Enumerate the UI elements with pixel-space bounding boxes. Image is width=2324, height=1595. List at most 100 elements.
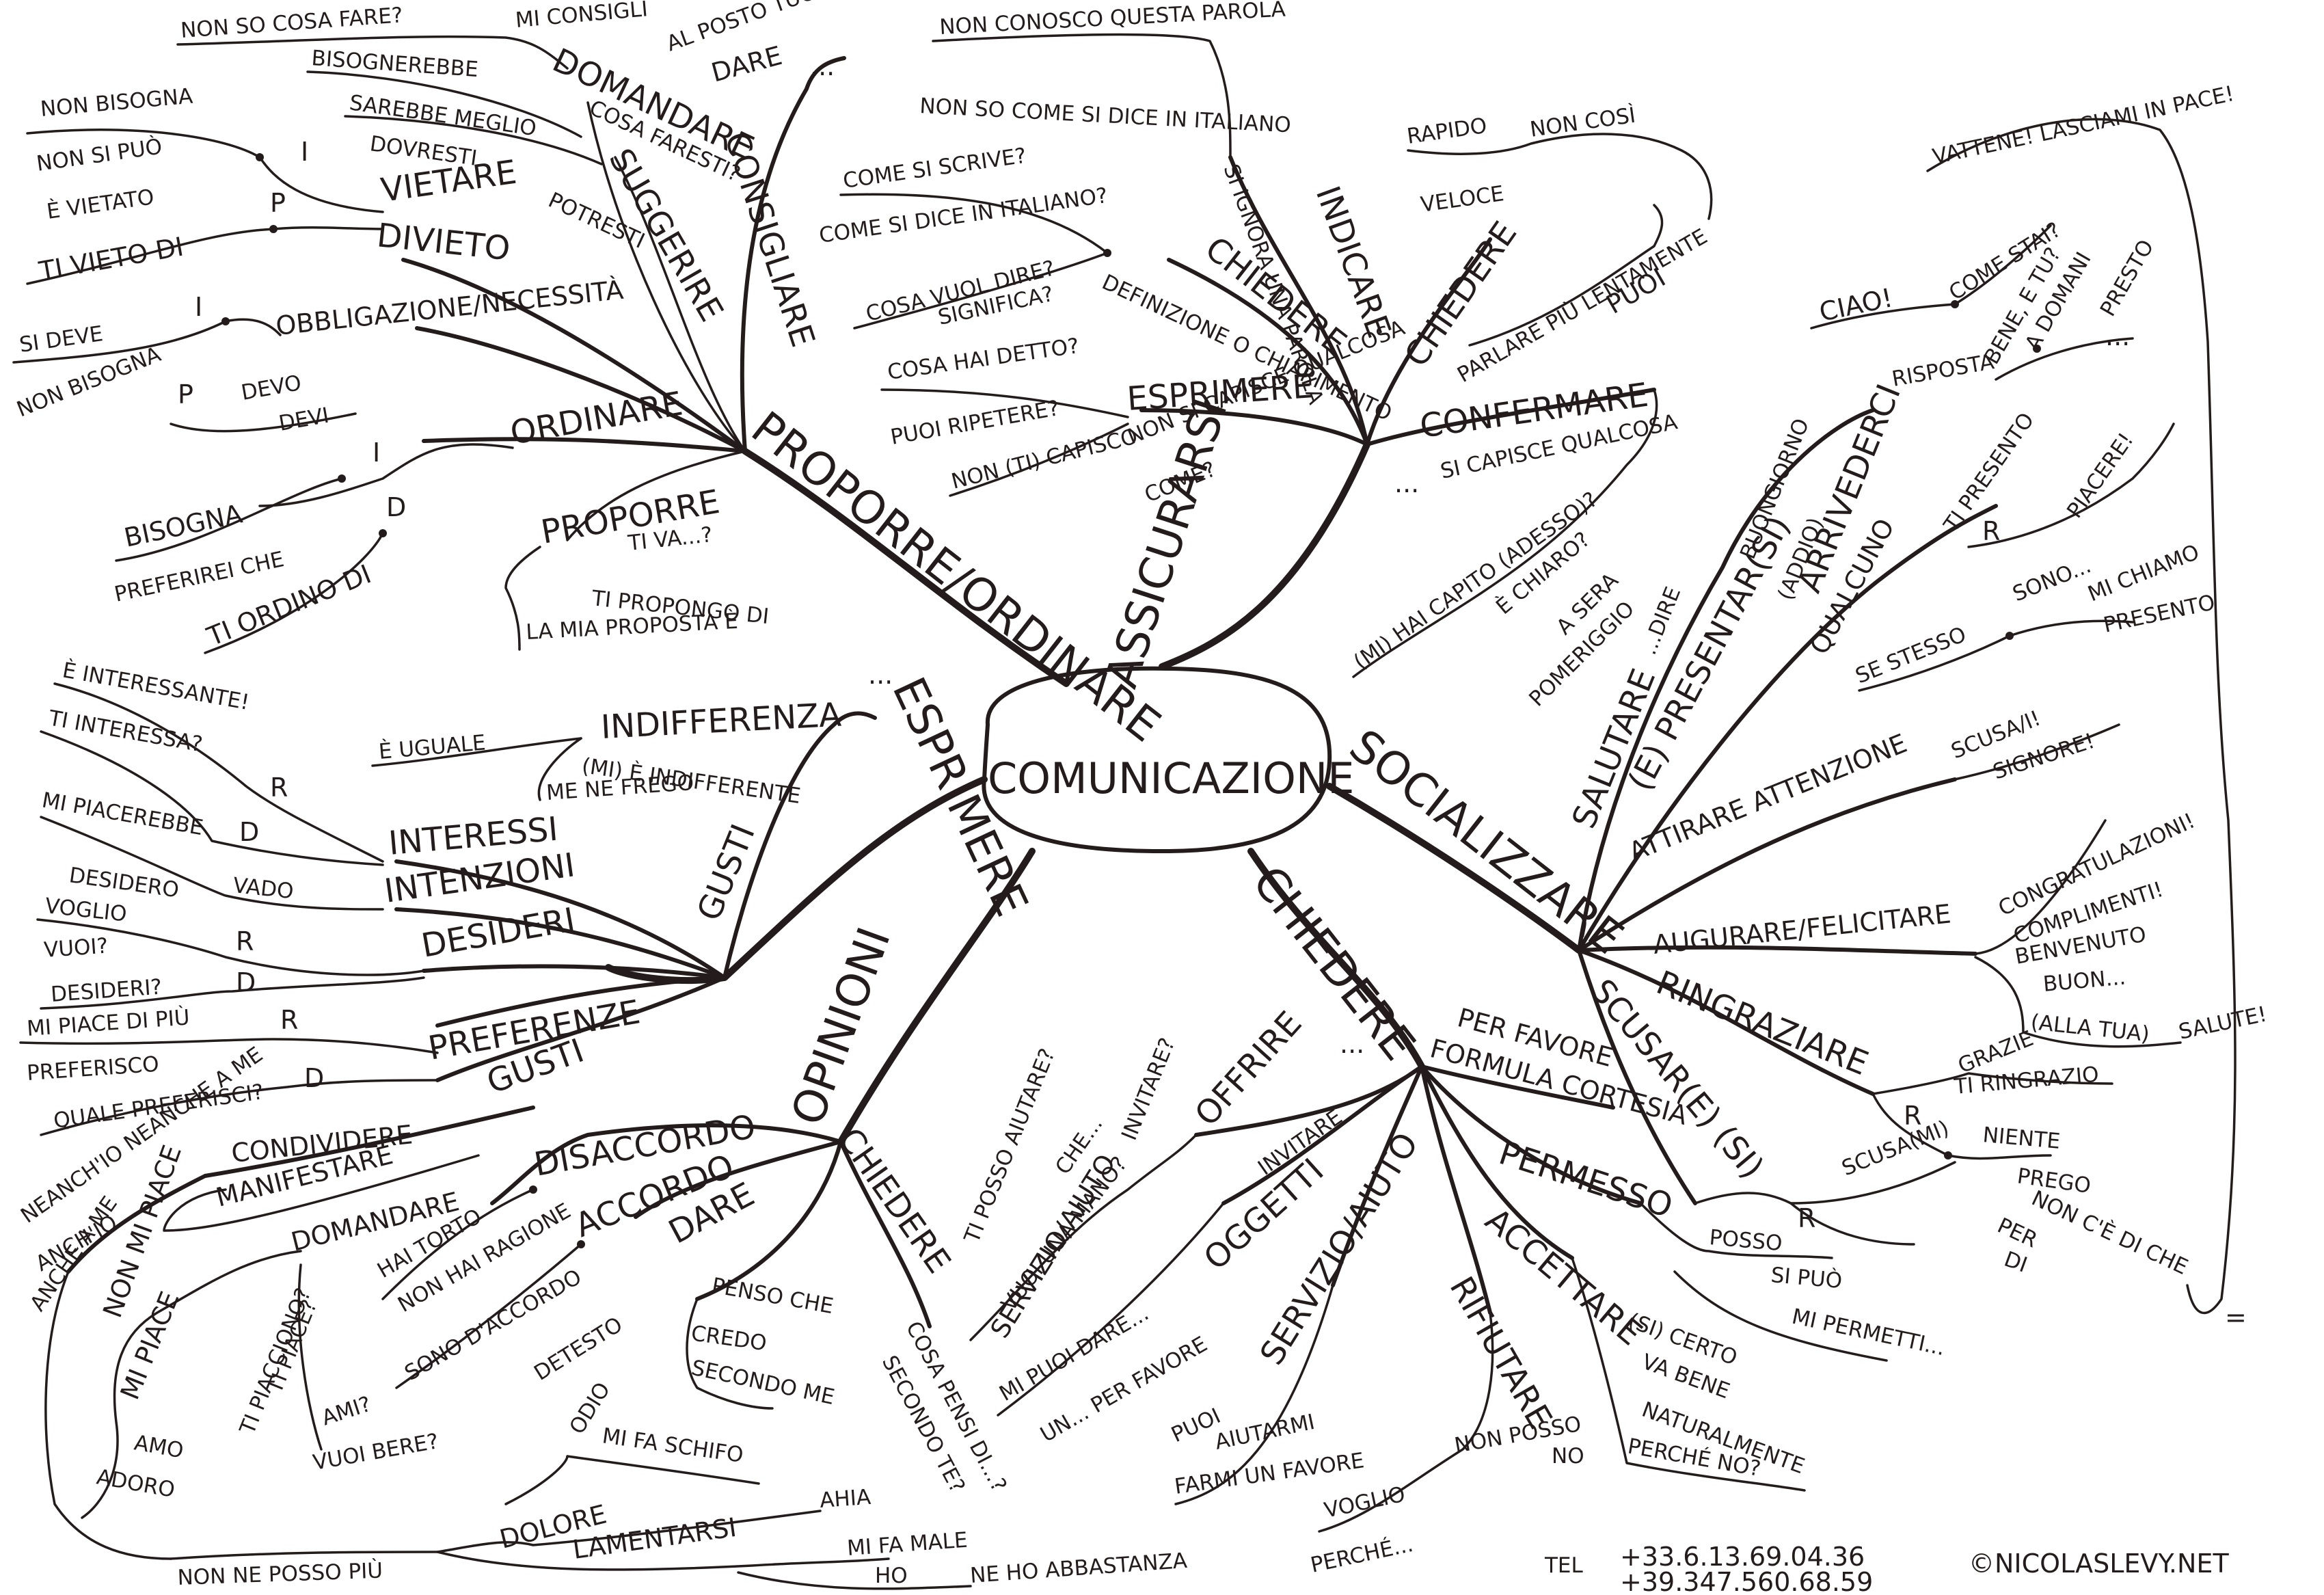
leaf-ho[interactable]: HO bbox=[875, 1564, 908, 1588]
leaf-ne-ho-abbastanza[interactable]: NE HO ABBASTANZA bbox=[969, 1549, 1188, 1588]
leaf-se-stesso[interactable]: SE STESSO bbox=[1852, 622, 1970, 688]
leaf-non-bisogna[interactable]: NON BISOGNA bbox=[40, 84, 194, 122]
leaf-al-posto-tuo[interactable]: AL POSTO TUO bbox=[663, 0, 820, 57]
label-r-des: R bbox=[236, 926, 254, 956]
footer-phone-1[interactable]: +33.6.13.69.04.36 bbox=[1620, 1542, 1865, 1572]
leaf-buon[interactable]: BUON... bbox=[2042, 965, 2127, 997]
leaf-dots-e[interactable]: ... bbox=[868, 660, 893, 690]
node-indifferenza[interactable]: INDIFFERENZA bbox=[600, 696, 843, 747]
leaf-non-ce-di-che[interactable]: NON C'È DI CHE bbox=[2028, 1186, 2192, 1280]
leaf-la-mia-proposta[interactable]: LA MIA PROPOSTA È bbox=[526, 609, 739, 645]
leaf-e-vietato[interactable]: È VIETATO bbox=[45, 185, 156, 224]
leaf-di[interactable]: DI bbox=[2001, 1247, 2030, 1278]
leaf-devo[interactable]: DEVO bbox=[239, 371, 303, 405]
leaf-non-cosi[interactable]: NON COSÌ bbox=[1528, 103, 1637, 142]
node-vietare[interactable]: VIETARE bbox=[379, 153, 519, 210]
leaf-si-puo[interactable]: SI PUÒ bbox=[1770, 1262, 1843, 1294]
node-obbligazione[interactable]: OBBLIGAZIONE/NECESSITÀ bbox=[274, 275, 625, 341]
leaf-mi-piace-di-piu[interactable]: MI PIACE DI PIÙ bbox=[26, 1004, 191, 1041]
leaf-eq[interactable]: = bbox=[2225, 1302, 2247, 1332]
group-chiedere: PER FAVORE FORMULA CORTESIA ... PERMESSO… bbox=[960, 1002, 1947, 1578]
leaf-veloce[interactable]: VELOCE bbox=[1419, 181, 1505, 217]
leaf-aiutarmi[interactable]: AIUTARMI bbox=[1213, 1410, 1316, 1455]
leaf-hai-capito[interactable]: (MI) HAI CAPITO (ADESSO)? bbox=[1349, 487, 1602, 674]
leaf-niente[interactable]: NIENTE bbox=[1982, 1123, 2061, 1154]
node-divieto[interactable]: DIVIETO bbox=[375, 216, 512, 268]
center-node[interactable]: COMUNICAZIONE bbox=[982, 666, 1354, 853]
leaf-bisognerebbe[interactable]: BISOGNEREBBE bbox=[310, 46, 478, 82]
leaf-voglio[interactable]: VOGLIO bbox=[1322, 1482, 1407, 1523]
leaf-amo[interactable]: AMO bbox=[133, 1430, 186, 1463]
leaf-posso[interactable]: POSSO bbox=[1708, 1225, 1783, 1256]
leaf-me-ne-frego[interactable]: ME NE FREGO bbox=[545, 770, 694, 805]
footer-credit[interactable]: ©NICOLASLEVY.NET bbox=[1969, 1549, 2229, 1579]
label-i-3: I bbox=[373, 438, 380, 468]
label-p-2: P bbox=[178, 379, 193, 410]
leaf-desideri-q[interactable]: DESIDERI? bbox=[50, 975, 163, 1007]
leaf-dots-s[interactable]: ... bbox=[2105, 321, 2130, 351]
leaf-dots-c[interactable]: ... bbox=[1340, 1029, 1364, 1059]
leaf-preferisco[interactable]: PREFERISCO bbox=[26, 1052, 160, 1086]
leaf-risposta[interactable]: RISPOSTA bbox=[1890, 349, 1996, 392]
label-r-pref: R bbox=[280, 1005, 298, 1035]
leaf-alla-tua[interactable]: (ALLA TUA) bbox=[2029, 1010, 2150, 1047]
node-desideri[interactable]: DESIDERI bbox=[418, 900, 578, 965]
label-d-des: D bbox=[236, 967, 256, 997]
branch-opinioni[interactable]: OPINIONI bbox=[781, 920, 901, 1131]
leaf-mi-fa-male[interactable]: MI FA MALE bbox=[846, 1528, 969, 1561]
leaf-non-so-come[interactable]: NON SO COME SI DICE IN ITALIANO bbox=[919, 94, 1292, 137]
leaf-dots-a[interactable]: ... bbox=[1394, 468, 1419, 498]
leaf-rapido[interactable]: RAPIDO bbox=[1405, 113, 1488, 149]
leaf-adoro[interactable]: ADORO bbox=[95, 1464, 177, 1502]
leaf-ahia[interactable]: AHIA bbox=[819, 1485, 871, 1513]
leaf-non-ne-posso-piu[interactable]: NON NE POSSO PIÙ bbox=[177, 1558, 383, 1590]
leaf-salute[interactable]: SALUTE! bbox=[2176, 1002, 2269, 1044]
leaf-vuoi-bere[interactable]: VUOI BERE? bbox=[311, 1429, 440, 1475]
node-chiedere-op[interactable]: CHIEDERE bbox=[830, 1121, 958, 1281]
leaf-ti-posso[interactable]: TI POSSO AIUTARE? bbox=[960, 1045, 1060, 1247]
node-gusti[interactable]: GUSTI bbox=[690, 819, 763, 926]
leaf-per[interactable]: PER bbox=[1994, 1214, 2041, 1253]
leaf-mi-piacerebbe[interactable]: MI PIACEREBBE bbox=[40, 788, 205, 840]
leaf-vuoi[interactable]: VUOI? bbox=[43, 934, 109, 963]
leaf-cosa-hai-detto[interactable]: COSA HAI DETTO? bbox=[886, 334, 1081, 385]
footer-tel-label: TEL bbox=[1544, 1553, 1584, 1578]
leaf-mi-permetti[interactable]: MI PERMETTI... bbox=[1789, 1304, 1947, 1361]
leaf-no[interactable]: NO bbox=[1552, 1444, 1584, 1469]
branch-socializzare[interactable]: SOCIALIZZARE bbox=[1340, 719, 1633, 965]
node-offrire[interactable]: OFFRIRE bbox=[1187, 1004, 1309, 1134]
leaf-non-si-puo[interactable]: NON SI PUÒ bbox=[35, 134, 163, 176]
leaf-farmi-favore[interactable]: FARMI UN FAVORE bbox=[1173, 1448, 1366, 1499]
leaf-detesto[interactable]: DETESTO bbox=[530, 1312, 627, 1385]
leaf-secondo-me[interactable]: SECONDO ME bbox=[689, 1356, 837, 1410]
leaf-mi-fa-schifo[interactable]: MI FA SCHIFO bbox=[601, 1423, 745, 1468]
leaf-dots[interactable]: ... bbox=[810, 51, 835, 81]
leaf-penso-che[interactable]: PENSO CHE bbox=[710, 1273, 835, 1319]
leaf-invitare-q[interactable]: INVITARE? bbox=[1117, 1034, 1180, 1144]
leaf-e-interessante[interactable]: È INTERESSANTE! bbox=[61, 658, 252, 715]
leaf-perche[interactable]: PERCHÉ... bbox=[1308, 1532, 1416, 1578]
leaf-presto[interactable]: PRESTO bbox=[2096, 236, 2159, 321]
label-i-2: I bbox=[195, 292, 202, 322]
footer-phone-2[interactable]: +39.347.560.68.59 bbox=[1620, 1567, 1873, 1595]
leaf-ciao[interactable]: CIAO! bbox=[1817, 282, 1895, 327]
leaf-sono[interactable]: SONO... bbox=[2010, 553, 2095, 606]
leaf-puoi-ripetere[interactable]: PUOI RIPETERE? bbox=[889, 396, 1061, 450]
main-branch-lines bbox=[721, 441, 1582, 1145]
leaf-come-si-dice[interactable]: COME SI DICE IN ITALIANO? bbox=[818, 183, 1109, 248]
leaf-ti-interessa[interactable]: TI INTERESSA? bbox=[46, 706, 204, 757]
node-rifiutare[interactable]: RIFIUTARE bbox=[1442, 1270, 1560, 1435]
leaf-come-si-scrive[interactable]: COME SI SCRIVE? bbox=[841, 144, 1028, 193]
leaf-credo[interactable]: CREDO bbox=[690, 1321, 768, 1356]
node-dare[interactable]: DARE bbox=[708, 40, 785, 88]
label-i: I bbox=[301, 137, 308, 167]
label-d-pref: D bbox=[304, 1063, 324, 1093]
leaf-ami[interactable]: AMI? bbox=[319, 1392, 374, 1431]
leaf-mi-consigli[interactable]: MI CONSIGLI bbox=[515, 0, 649, 33]
leaf-ti-vieto-di[interactable]: TI VIETO DI bbox=[36, 231, 186, 286]
leaf-vattene[interactable]: VATTENE! LASCIAMI IN PACE! bbox=[1930, 81, 2236, 170]
leaf-piacere[interactable]: PIACERE! bbox=[2062, 429, 2139, 523]
leaf-presento[interactable]: PRESENTO bbox=[2101, 590, 2217, 638]
leaf-si-deve[interactable]: SI DEVE bbox=[18, 321, 105, 358]
